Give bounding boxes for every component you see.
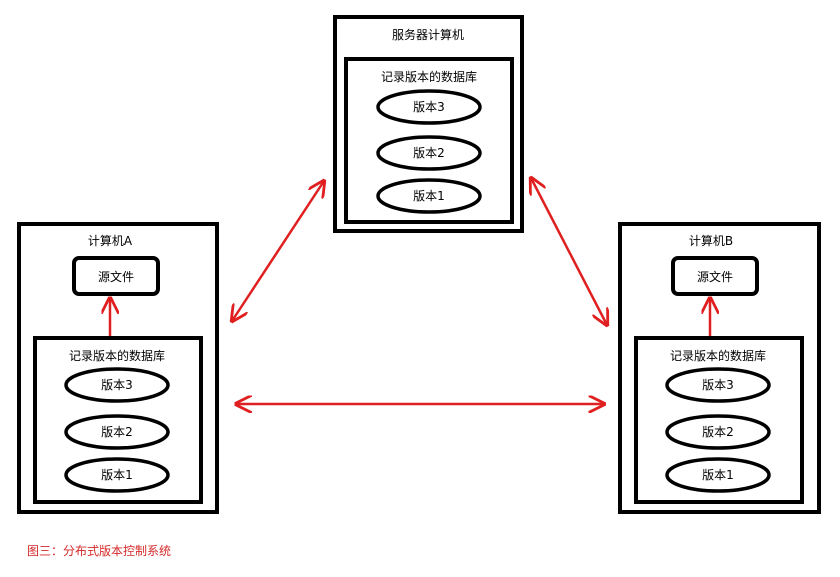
server-version-3: 版本3	[376, 89, 482, 125]
computer-a-source-file: 源文件	[72, 256, 160, 296]
server-database-box	[344, 57, 514, 224]
version-label: 版本1	[413, 189, 445, 203]
server-version-database: 记录版本的数据库 版本3 版本2 版本1	[344, 57, 514, 224]
version-label: 版本2	[101, 425, 133, 439]
computer-a: 计算机A 源文件 记录版本的数据库 版本3 版本2 版本1	[17, 222, 219, 514]
server-computer-title: 服务器计算机	[392, 27, 464, 42]
computer-a-version-database: 记录版本的数据库 版本3 版本2 版本1	[33, 336, 203, 504]
computer-b-version-2: 版本2	[665, 414, 771, 450]
computer-b-database-box	[634, 336, 804, 504]
computer-b-database-title: 记录版本的数据库	[670, 348, 766, 363]
computer-b-title: 计算机B	[689, 233, 733, 248]
computer-b-box	[618, 222, 821, 514]
server-computer-box	[333, 15, 524, 233]
computer-b-version-database: 记录版本的数据库 版本3 版本2 版本1	[634, 336, 804, 504]
computer-a-version-1: 版本1	[64, 457, 170, 493]
version-label: 版本1	[702, 468, 734, 482]
sync-arrow-a-server	[232, 181, 324, 321]
version-label: 版本2	[702, 425, 734, 439]
version-label: 版本2	[413, 146, 445, 160]
sync-arrow-server-b	[531, 178, 607, 325]
source-file-label: 源文件	[98, 269, 134, 284]
server-database-title: 记录版本的数据库	[381, 69, 477, 84]
computer-a-box	[17, 222, 219, 514]
server-version-1: 版本1	[376, 178, 482, 214]
computer-b-version-1: 版本1	[665, 457, 771, 493]
server-computer: 服务器计算机 记录版本的数据库 版本3 版本2 版本1	[333, 15, 524, 233]
computer-a-version-2: 版本2	[64, 414, 170, 450]
computer-a-database-title: 记录版本的数据库	[69, 348, 165, 363]
source-file-label: 源文件	[697, 269, 733, 284]
computer-a-version-3: 版本3	[64, 367, 170, 403]
computer-a-database-box	[33, 336, 203, 504]
computer-b-source-file: 源文件	[671, 256, 759, 296]
server-version-2: 版本2	[376, 135, 482, 171]
version-label: 版本3	[413, 100, 445, 114]
computer-b: 计算机B 源文件 记录版本的数据库 版本3 版本2 版本1	[618, 222, 821, 514]
version-label: 版本3	[702, 378, 734, 392]
computer-b-version-3: 版本3	[665, 367, 771, 403]
version-label: 版本3	[101, 378, 133, 392]
version-label: 版本1	[101, 468, 133, 482]
computer-a-title: 计算机A	[88, 233, 133, 248]
figure-caption: 图三：分布式版本控制系统	[27, 544, 171, 558]
